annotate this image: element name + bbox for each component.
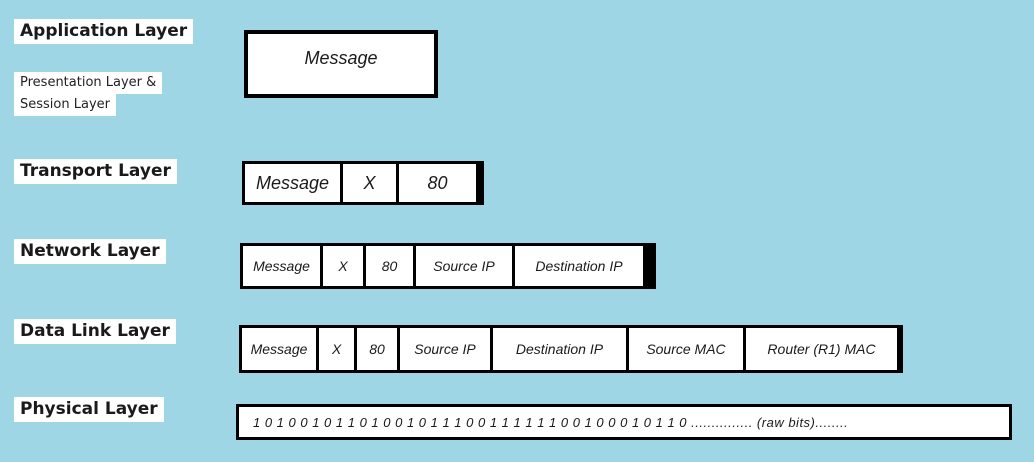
network-port-cell: 80 xyxy=(366,246,413,286)
datalink-layer-label: Data Link Layer xyxy=(14,319,176,344)
presentation-layer-label: Presentation Layer & xyxy=(14,72,163,94)
transport-x-cell: X xyxy=(343,164,396,202)
network-layer-label: Network Layer xyxy=(14,239,166,264)
datalink-port-cell: 80 xyxy=(357,328,397,370)
transport-layer-label: Transport Layer xyxy=(14,159,177,184)
datalink-source-mac-cell: Source MAC xyxy=(629,328,743,370)
network-x-cell: X xyxy=(323,246,363,286)
datalink-pdu: Message X 80 Source IP Destination IP So… xyxy=(239,325,903,373)
datalink-message-cell: Message xyxy=(242,328,316,370)
datalink-x-cell: X xyxy=(319,328,354,370)
application-layer-label: Application Layer xyxy=(14,19,194,44)
network-source-ip-cell: Source IP xyxy=(416,246,512,286)
physical-layer-label: Physical Layer xyxy=(14,397,164,422)
physical-bits: 1 0 1 0 0 1 0 1 1 0 1 0 0 1 0 1 1 1 0 0 … xyxy=(239,407,1009,437)
datalink-source-ip-cell: Source IP xyxy=(400,328,490,370)
network-destination-ip-cell: Destination IP xyxy=(515,246,643,286)
transport-message-cell: Message xyxy=(245,164,340,202)
application-message-box: Message xyxy=(244,30,438,98)
application-message: Message xyxy=(304,48,378,68)
network-pdu: Message X 80 Source IP Destination IP xyxy=(240,243,656,289)
physical-pdu: 1 0 1 0 0 1 0 1 1 0 1 0 0 1 0 1 1 1 0 0 … xyxy=(236,404,1012,440)
transport-port-cell: 80 xyxy=(399,164,476,202)
session-layer-label: Session Layer xyxy=(14,94,116,116)
datalink-router-mac-cell: Router (R1) MAC xyxy=(746,328,897,370)
network-message-cell: Message xyxy=(243,246,320,286)
datalink-destination-ip-cell: Destination IP xyxy=(493,328,626,370)
transport-pdu: Message X 80 xyxy=(242,161,484,205)
